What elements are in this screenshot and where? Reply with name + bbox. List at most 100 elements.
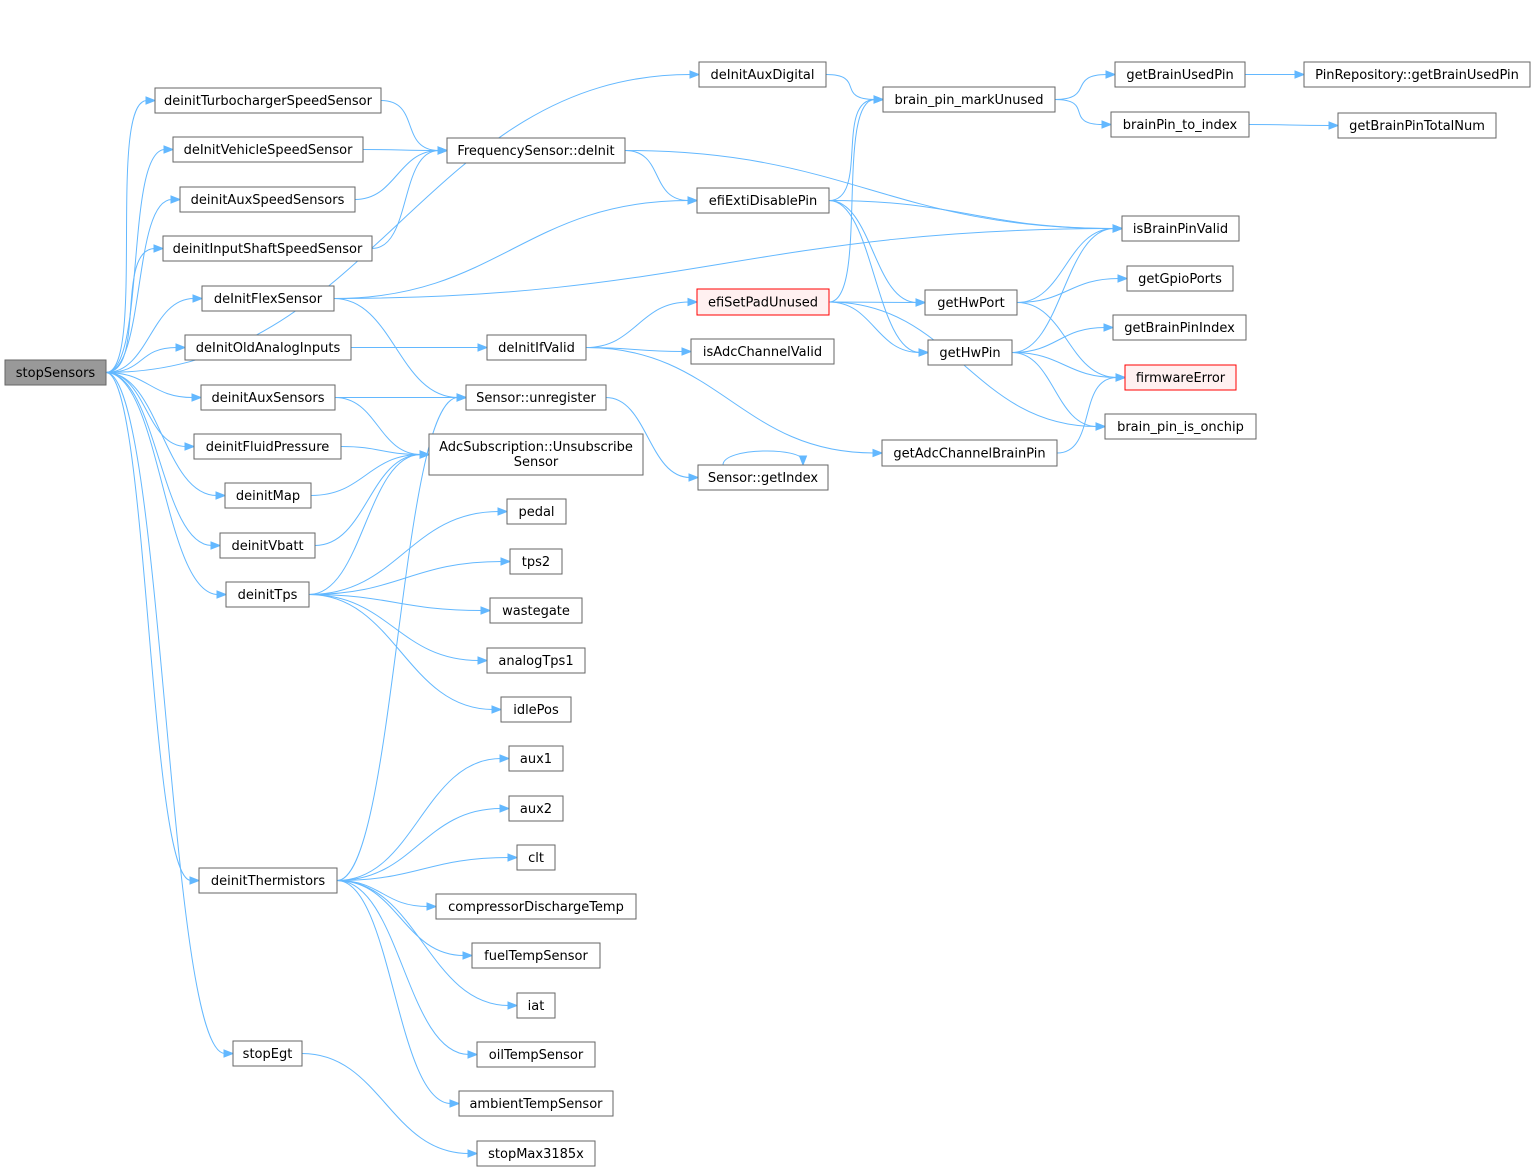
node-pedal[interactable]: pedal [506,498,567,525]
node-box [162,235,373,262]
node-label: stopEgt [243,1047,293,1062]
node-get-hw-pin[interactable]: getHwPin [927,339,1013,366]
node-label: deinitTurbochargerSpeedSensor [164,94,373,109]
node-stop-sensors[interactable]: stopSensors [4,359,107,386]
node-aux2[interactable]: aux2 [508,795,564,822]
edge-line [308,594,483,611]
node-box [172,136,364,163]
edge-line [336,857,510,881]
node-get-hw-port[interactable]: getHwPort [924,289,1018,316]
node-efi-set-pad-unused[interactable]: efiSetPadUnused [696,288,830,316]
node-box [476,1140,596,1167]
node-is-brain-pin-valid[interactable]: isBrainPinValid [1121,215,1240,242]
edge-line [1054,74,1108,100]
edge-line [105,298,195,373]
edge-line [1056,377,1118,454]
node-de-init-if-valid[interactable]: deInitIfValid [486,334,587,361]
node-is-adc-channel-valid[interactable]: isAdcChannelValid [690,338,835,365]
node-deinit-vbatt[interactable]: deinitVbatt [219,532,316,559]
node-deinit-map[interactable]: deinitMap [224,482,312,509]
node-analog-tps1[interactable]: analogTps1 [486,647,586,674]
node-stop-max3185x[interactable]: stopMax3185x [476,1140,596,1167]
node-box [1126,265,1234,292]
edge-de-init-if-valid-to-efi-set-pad-unused [585,297,699,348]
edge-deinit-thermistors-to-oil-temp-sensor [336,880,479,1059]
node-deinit-turbocharger-speed-sensor[interactable]: deinitTurbochargerSpeedSensor [154,87,382,114]
node-clt[interactable]: clt [516,844,556,871]
edge-get-hw-pin-to-brain-pin-is-onchip [1011,352,1107,431]
node-deinit-fluid-pressure[interactable]: deinitFluidPressure [193,433,342,460]
node-get-adc-channel-brain-pin[interactable]: getAdcChannelBrainPin [881,439,1058,467]
node-label: deInitAuxDigital [710,68,814,83]
edge-deinit-tps-to-wastegate [308,594,492,615]
node-box [1110,111,1250,138]
node-oil-temp-sensor[interactable]: oilTempSensor [476,1041,596,1068]
node-idle-pos[interactable]: idlePos [500,696,572,723]
edge-stop-egt-to-stop-max3185x [301,1053,479,1158]
node-label: deInitOldAnalogInputs [196,341,341,356]
edge-deinit-thermistors-to-compressor-discharge-temp [336,880,438,911]
node-wastegate[interactable]: wastegate [489,597,583,624]
node-brain-pin-to-index[interactable]: brainPin_to_index [1110,111,1250,138]
node-pin-repository-get-brain-used-pin[interactable]: PinRepository::getBrainUsedPin [1303,61,1531,88]
node-label: getHwPort [937,296,1005,311]
node-deinit-aux-speed-sensors[interactable]: deinitAuxSpeedSensors [179,186,356,213]
node-efi-exti-disable-pin[interactable]: efiExtiDisablePin [696,187,830,214]
node-iat[interactable]: iat [516,992,556,1019]
node-get-brain-pin-index[interactable]: getBrainPinIndex [1112,314,1247,341]
node-ambient-temp-sensor[interactable]: ambientTempSensor [458,1090,614,1117]
node-box [471,942,601,969]
edge-de-init-flex-sensor-to-efi-exti-disable-pin [333,196,699,299]
node-box [1114,61,1246,88]
node-label: tps2 [522,555,550,570]
arrowhead [456,393,468,402]
arrowhead [170,195,182,204]
node-firmware-error[interactable]: firmwareError [1124,364,1237,391]
node-fuel-temp-sensor[interactable]: fuelTempSensor [471,942,601,969]
node-box [508,745,564,772]
node-box [1112,314,1247,341]
node-aux1[interactable]: aux1 [508,745,564,772]
node-stop-egt[interactable]: stopEgt [232,1040,303,1067]
node-deinit-aux-sensors[interactable]: deinitAuxSensors [200,384,336,411]
node-get-brain-pin-total-num[interactable]: getBrainPinTotalNum [1337,112,1497,139]
edge-get-hw-pin-to-is-brain-pin-valid [1011,224,1124,353]
node-sensor-get-index[interactable]: Sensor::getIndex [697,464,829,491]
node-deinit-thermistors[interactable]: deinitThermistors [198,867,338,894]
node-get-brain-used-pin[interactable]: getBrainUsedPin [1114,61,1246,88]
node-de-init-aux-digital[interactable]: deInitAuxDigital [698,61,827,88]
node-label: analogTps1 [498,654,573,669]
node-deinit-input-shaft-speed-sensor[interactable]: deinitInputShaftSpeedSensor [162,235,373,262]
arrowhead [426,902,438,911]
node-frequency-sensor-de-init[interactable]: FrequencySensor::deInit [446,137,626,164]
edge-line [105,372,194,398]
node-deinit-tps[interactable]: deinitTps [225,581,310,608]
node-de-init-old-analog-inputs[interactable]: deInitOldAnalogInputs [184,334,352,361]
node-box [924,289,1018,316]
edge-line [354,150,440,200]
node-label: deInitIfValid [498,341,575,356]
node-box [697,464,829,491]
arrowhead [223,1049,235,1058]
edge-de-init-flex-sensor-to-is-brain-pin-valid [333,224,1124,299]
edge-line [336,808,502,881]
node-brain-pin-is-onchip[interactable]: brain_pin_is_onchip [1104,413,1257,440]
node-label: brain_pin_markUnused [894,93,1043,108]
node-de-init-flex-sensor[interactable]: deInitFlexSensor [201,285,335,312]
node-get-gpio-ports[interactable]: getGpioPorts [1126,265,1234,292]
node-de-init-vehicle-speed-sensor[interactable]: deInitVehicleSpeedSensor [172,136,364,163]
node-tps2[interactable]: tps2 [509,548,563,575]
node-compressor-discharge-temp[interactable]: compressorDischargeTemp [435,893,637,920]
node-layer: stopSensors deInitAuxDigital brain_pin_mar… [4,61,1531,1167]
edge-de-init-if-valid-to-get-adc-channel-brain-pin [585,347,884,458]
arrowhead [163,145,175,154]
node-sensor-unregister[interactable]: Sensor::unregister [465,384,607,411]
edge-line [362,149,440,151]
node-label: getHwPin [939,346,1000,361]
node-label: iat [528,999,545,1014]
node-brain-pin-mark-unused[interactable]: brain_pin_markUnused [882,86,1056,113]
node-box [4,359,107,386]
edge-frequency-sensor-de-init-to-efi-exti-disable-pin [624,150,699,205]
